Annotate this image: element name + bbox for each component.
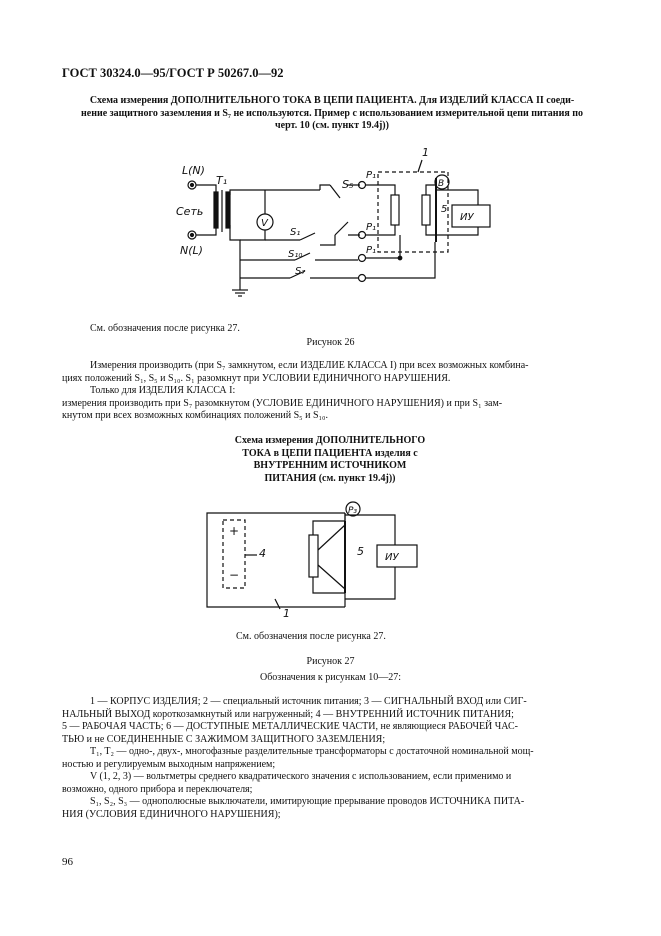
figure-26-caption: Схема измерения ДОПОЛНИТЕЛЬНОГО ТОКА В Ц… [62,95,602,133]
legend-line: T₁, T₂ — одно-, двух-, многофазные разде… [90,746,534,757]
label-b: B [438,179,444,189]
caption-line: Схема измерения ДОПОЛНИТЕЛЬНОГО [234,435,426,446]
transformer-primary [213,191,219,229]
internal-power-source [222,519,246,589]
label-5: 5 [441,204,447,215]
label-iu: ИУ [385,552,399,563]
paragraph-line: циях положений S₁, S₅ и S₁₀. S₁ разомкну… [62,372,451,384]
legend-line: ностью и регулируемым выходным напряжени… [62,758,276,770]
iu-box [376,544,418,568]
label-s5: S₅ [342,178,353,191]
caption-line: ТОКА в ЦЕПИ ПАЦИЕНТА изделия с [242,447,418,459]
label-p1: P₁ [366,245,376,256]
label-plus: + [229,524,239,538]
legend-line: НИЯ (УСЛОВИЯ ЕДИНИЧНОГО НАРУШЕНИЯ); [62,808,281,820]
label-1: 1 [422,146,429,159]
legend-title: Обозначения к рисункам 10—27: [259,672,402,683]
paragraph-line: измерения производить при S₇ разомкнутом… [62,397,503,409]
figure-26-title: Рисунок 26 [306,337,355,348]
label-minus: − [229,568,239,582]
label-p1: P₁ [366,222,376,233]
transformer-secondary [225,191,231,229]
legend-line: V (1, 2, 3) — вольтметры среднего квадра… [90,771,512,782]
label-t1: T₁ [216,174,227,187]
iu-box [451,204,491,228]
label-v: V [261,218,269,229]
legend-line: S₁, S₂, S₃ — однополюсные выключатели, и… [90,796,525,807]
p1-terminal [357,230,367,240]
p1-terminal [357,273,367,283]
legend-line: возможно, одного прибора и переключателя… [62,783,253,795]
paragraph-class-i: Только для ИЗДЕЛИЯ КЛАССА I: измерения п… [62,385,602,423]
legend-line: ТЬЮ и не СОЕДИНЕННЫЕ С ЗАЖИМОМ ЗАЩИТНОГО… [62,733,386,745]
label-5: 5 [357,545,364,558]
label-ln: L(N) [182,164,205,177]
applied-part [308,534,319,578]
paragraph-line: кнутом при всех возможных комбинациях по… [62,410,329,421]
enclosure [377,171,449,253]
figure-27-circuit: 1 + − 4 5 P₃ ИУ [206,501,418,620]
applied-part [390,194,400,226]
figure-27-note: См. обозначения после рисунка 27. [236,631,386,642]
device-body [206,512,345,608]
document-header: ГОСТ 30324.0—95/ГОСТ Р 50267.0—92 [62,66,284,80]
caption-line: ПИТАНИЯ (см. пункт 19.4j)) [264,472,396,484]
caption-line: ВНУТРЕННИМ ИСТОЧНИКОМ [253,460,407,471]
figure-26-note: См. обозначения после рисунка 27. [90,323,240,334]
p1-terminal [357,253,367,263]
label-1: 1 [283,607,290,620]
label-s10: S₁₀ [288,249,302,260]
figure-27-caption: Схема измерения ДОПОЛНИТЕЛЬНОГО ТОКА в Ц… [200,435,460,485]
legend-line: 5 — РАБОЧАЯ ЧАСТЬ; 6 — ДОСТУПНЫЕ МЕТАЛЛИ… [62,721,518,732]
label-4: 4 [259,547,266,560]
caption-line: черт. 10 (см. пункт 19.4j)) [275,120,389,131]
b-marker [434,174,450,190]
label-net: Сеть [176,205,203,218]
applied-part [421,194,431,226]
p3-marker [345,501,361,517]
caption-line: нение защитного заземления и S₇ не испол… [81,107,583,119]
p1-terminal [357,180,367,190]
paragraph-line: Измерения производить (при S₇ замкнутом,… [90,360,529,371]
page-number: 96 [62,856,73,868]
paragraph-line: Только для ИЗДЕЛИЯ КЛАССА I: [90,385,236,396]
label-s7: S₇ [295,266,305,277]
label-p1: P₁ [366,170,376,181]
label-p3: P₃ [348,506,357,516]
legend-body: 1 — КОРПУС ИЗДЕЛИЯ; 2 — специальный исто… [62,696,602,821]
caption-line: Схема измерения ДОПОЛНИТЕЛЬНОГО ТОКА В Ц… [89,95,575,106]
legend-line: НАЛЬНЫЙ ВЫХОД короткозамкнутый или нагру… [62,708,514,720]
figure-26-circuit: L(N) Сеть N(L) T₁ V S₅ P₁ P₁ P₁ S₁ S₁₀ S… [176,146,491,297]
figure-27-title: Рисунок 27 [306,656,355,667]
label-nl: N(L) [180,244,203,257]
legend-line: 1 — КОРПУС ИЗДЕЛИЯ; 2 — специальный исто… [90,696,527,707]
paragraph-measure: Измерения производить (при S₇ замкнутом,… [62,360,602,385]
label-iu: ИУ [460,212,474,223]
label-s1: S₁ [290,227,300,238]
